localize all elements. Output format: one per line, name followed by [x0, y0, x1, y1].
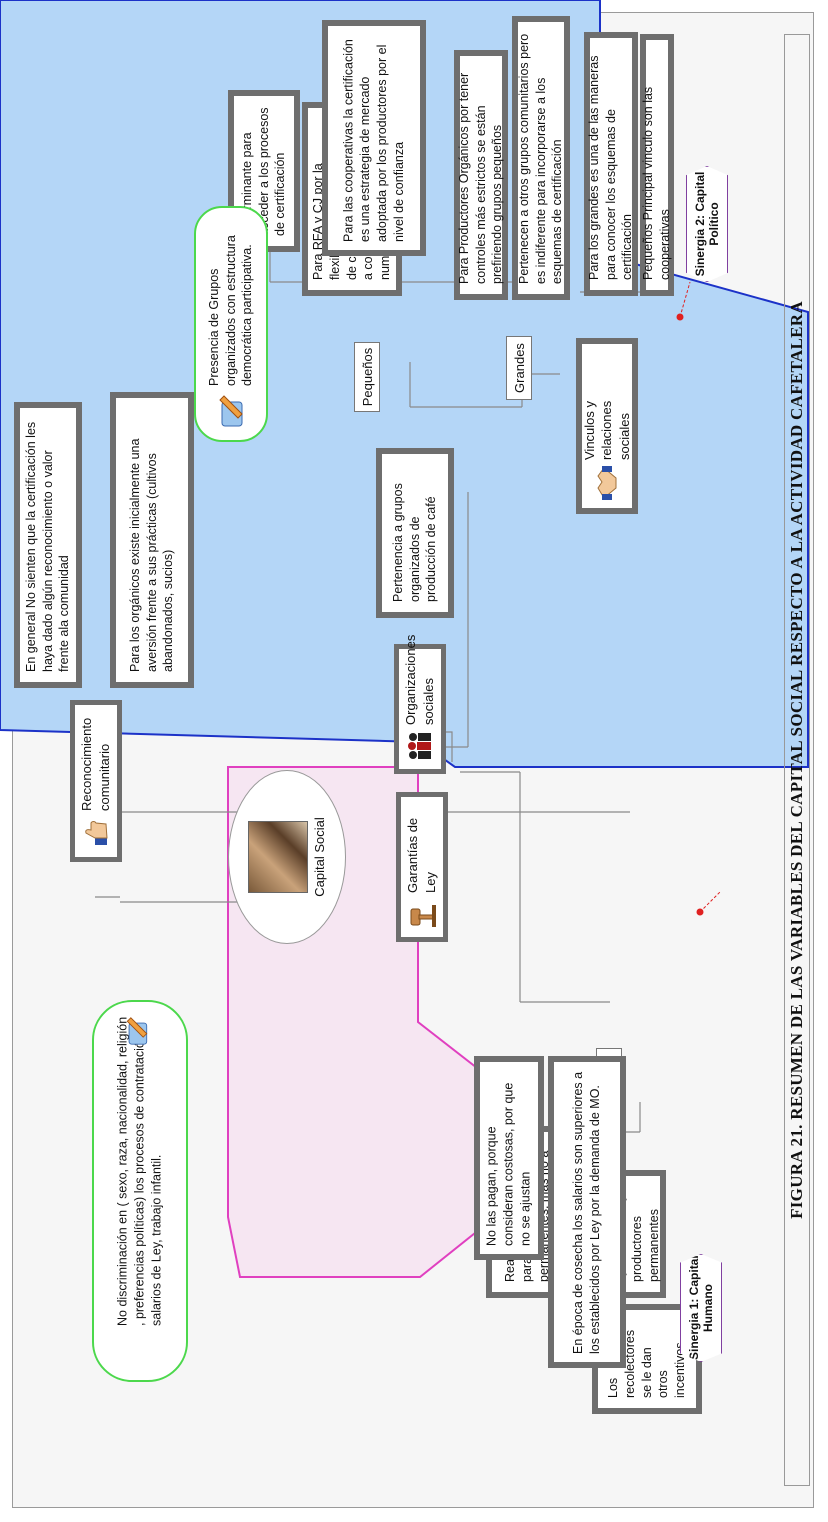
vinculos-item-1: Para los grandes es una de las maneras p…: [584, 32, 638, 296]
vinculos-label: Vinculos y relaciones sociales: [581, 400, 632, 460]
gar-grandes-item-3: Los recolectores se le dan otros incenti…: [592, 1304, 702, 1414]
organizaciones-label: Organizaciones sociales: [403, 634, 436, 725]
org-grandes-item-1: Para Productores Orgánicos por tener con…: [454, 50, 508, 300]
org-grandes-label[interactable]: Grandes: [506, 336, 532, 400]
gar-pequenos-label[interactable]: Pequeños: [596, 1048, 622, 1122]
sinergia1-dot: [696, 908, 704, 916]
organizaciones-node[interactable]: Organizaciones sociales: [394, 635, 446, 774]
sinergia-2[interactable]: Sinergia 2: Capital Político: [686, 166, 728, 282]
reconocimiento-item-2: Para los orgánicos existe inicialmente u…: [110, 392, 194, 688]
sinergia-links: [679, 281, 721, 913]
pencil-note-icon: [216, 394, 246, 428]
organizaciones-note: Presencia de Grupos organizados con estr…: [194, 206, 268, 442]
gar-grandes-item-1: Realizan pagos legales para los trabajad…: [486, 1126, 586, 1298]
vinculos-item-2: Pequeños Principal vinculo son las coope…: [640, 34, 674, 296]
organizaciones-note-text: Presencia de Grupos organizados con estr…: [206, 235, 255, 386]
org-pequenos-label[interactable]: Pequeños: [354, 342, 380, 412]
vinculos-node[interactable]: Vinculos y relaciones sociales: [576, 338, 638, 514]
reconocimiento-label: Reconocimiento comunitario: [79, 717, 112, 811]
central-node[interactable]: Capital Social: [228, 770, 346, 944]
figure-caption: FIGURA 21. RESUMEN DE LAS VARIABLES DEL …: [784, 34, 810, 1486]
garantias-label: Garantías de Ley: [405, 817, 438, 893]
people-group-icon: [407, 731, 433, 761]
sinergia2-dot: [676, 313, 684, 321]
gar-grandes-item-2: Salarios se ajustan a la Ley, productore…: [592, 1170, 666, 1298]
reconocimiento-node[interactable]: Reconocimiento comunitario: [70, 700, 122, 862]
thumbs-up-icon: [81, 819, 111, 849]
reconocimiento-item-1: En general No sienten que la certificaci…: [14, 402, 82, 688]
gavel-icon: [407, 899, 437, 929]
garantias-node[interactable]: Garantías de Ley: [396, 792, 448, 942]
central-photo: [247, 821, 308, 893]
pertenencia-node[interactable]: Pertenencia a grupos organizados de prod…: [376, 448, 454, 618]
org-grandes-item-2: Pertenecen a otros grupos comunitarios p…: [512, 16, 570, 300]
central-label: Capital Social: [311, 817, 327, 897]
org-pequenos-item-2: Para RFA y CJ por la flexibilidad de sus…: [302, 102, 402, 296]
handshake-icon: [592, 466, 622, 500]
